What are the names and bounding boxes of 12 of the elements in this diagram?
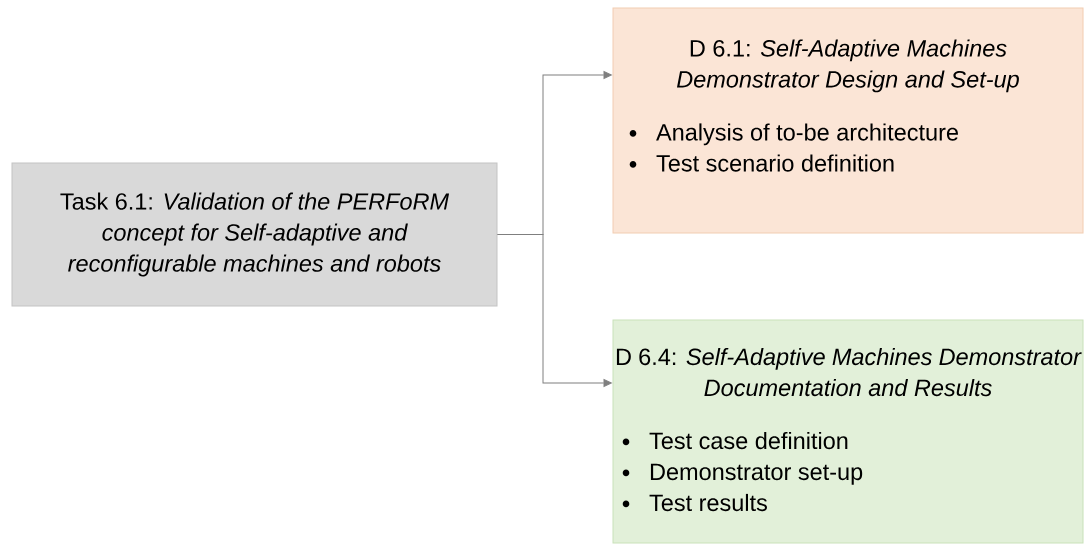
deliverable-box (612, 319, 1084, 544)
heading: D 6.4: Self-Adaptive Machines Demonstrator Documentation and Results (616, 347, 1082, 397)
bullet-item: Analysis of to-be architecture (629, 123, 958, 146)
heading: Task 6.1: Validation of the PERFoRM concept for Self-adaptive and reconfigurable machines and robots (60, 192, 450, 277)
deliverable-box (612, 7, 1084, 234)
bullet-item: Demonstrator set-up (622, 463, 863, 485)
task-box (11, 162, 498, 307)
arrow (497, 234, 612, 387)
bullet-item: Test results (622, 493, 767, 512)
bullet-item: Test scenario definition (629, 154, 894, 172)
bullet-item: Test case definition (622, 431, 848, 450)
heading: D 6.1: Self-Adaptive Machines Demonstrator Design and Set-up (676, 39, 1019, 93)
